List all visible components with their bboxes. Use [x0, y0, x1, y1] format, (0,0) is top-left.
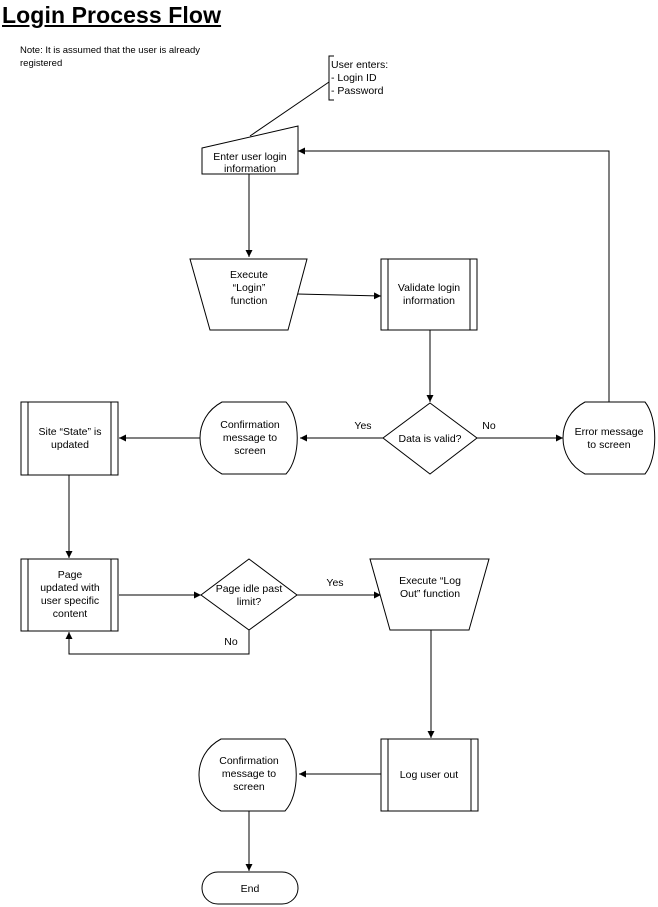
- node-label: Confirmation: [219, 755, 279, 767]
- node-label: screen: [233, 781, 265, 793]
- edge-execute-to-validate: [296, 292, 382, 300]
- node-label: updated with: [40, 582, 100, 594]
- node-label: Execute “Log: [399, 575, 461, 587]
- node-label: Enter user login: [213, 151, 287, 163]
- node-label: Page: [58, 569, 83, 581]
- node-data-valid-decision: Data is valid?: [382, 402, 478, 475]
- node-site-state-updated: Site “State” is updated: [20, 401, 119, 476]
- node-error-message: Error message to screen: [562, 401, 656, 475]
- node-label: Site “State” is: [38, 426, 101, 438]
- edge-label-no: No: [224, 636, 238, 648]
- node-label: information: [403, 295, 455, 307]
- node-enter-login-info: Enter user login information: [201, 125, 299, 175]
- node-label: screen: [234, 445, 266, 457]
- node-label: Out” function: [400, 588, 460, 600]
- node-label: Confirmation: [220, 419, 280, 431]
- node-execute-login: Execute “Login” function: [189, 258, 308, 331]
- annotation-leader-line: [249, 81, 330, 137]
- edge-label-yes: Yes: [326, 577, 343, 589]
- node-end: End: [201, 871, 299, 905]
- node-label: message to: [222, 768, 276, 780]
- node-confirmation-message-1: Confirmation message to screen: [199, 401, 298, 475]
- node-label: Page idle past: [216, 583, 283, 595]
- node-label: “Login”: [233, 282, 266, 294]
- node-execute-logout: Execute “Log Out” function: [369, 558, 490, 631]
- node-label: function: [231, 295, 268, 307]
- node-label: Data is valid?: [398, 433, 461, 445]
- node-label: Error message: [575, 426, 644, 438]
- node-label: updated: [51, 439, 89, 451]
- annotation-line: - Password: [331, 85, 384, 97]
- node-label: to screen: [587, 439, 630, 451]
- edge-error-loop-back: [298, 147, 610, 402]
- node-label: limit?: [237, 596, 262, 608]
- node-log-user-out: Log user out: [380, 738, 479, 812]
- node-label: Log user out: [400, 769, 458, 781]
- node-label: End: [241, 883, 260, 895]
- node-page-updated: Page updated with user specific content: [20, 558, 119, 632]
- node-label: user specific: [41, 595, 99, 607]
- page-title: Login Process Flow: [2, 2, 222, 28]
- node-label: Execute: [230, 269, 268, 281]
- assumption-note: Note: It is assumed that the user is alr…: [20, 45, 201, 69]
- annotation-line: User enters:: [331, 59, 388, 71]
- node-page-idle-decision: Page idle past limit?: [200, 558, 298, 631]
- node-confirmation-message-2: Confirmation message to screen: [198, 738, 297, 812]
- edge-label-yes: Yes: [354, 420, 371, 432]
- connectors: [65, 81, 610, 871]
- edge-label-no: No: [482, 420, 496, 432]
- node-validate-login: Validate login information: [380, 258, 478, 331]
- node-label: Validate login: [398, 282, 460, 294]
- annotation-line: - Login ID: [331, 72, 377, 84]
- node-label: content: [53, 608, 88, 620]
- edge-idle-no: [65, 630, 250, 655]
- user-enters-annotation: User enters: - Login ID - Password: [328, 55, 388, 101]
- node-label: information: [224, 163, 276, 175]
- node-label: message to: [223, 432, 277, 444]
